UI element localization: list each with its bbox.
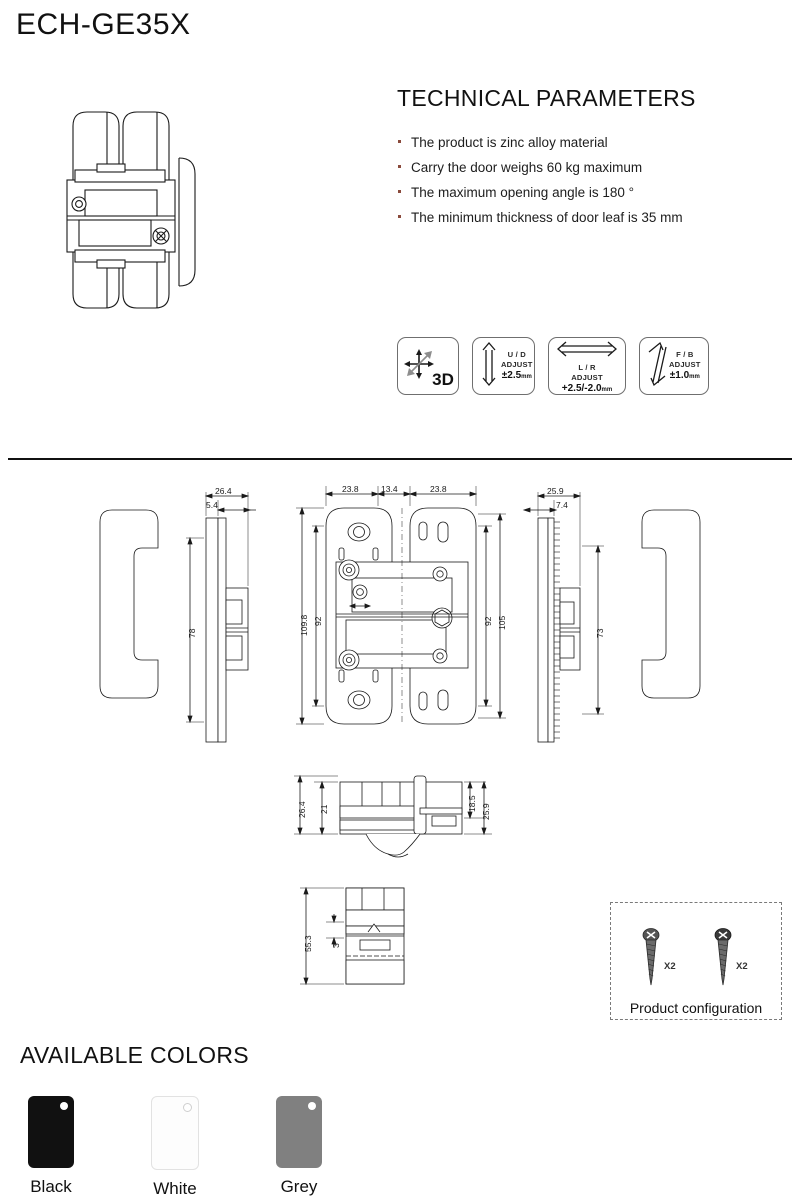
dimension-front-overall-height: 109.8 [299,614,309,636]
section-divider [8,458,792,460]
dimension-right-view-height: 73 [595,628,605,638]
technical-parameters-section: TECHNICAL PARAMETERS The product is zinc… [397,85,787,230]
list-item-label: The minimum thickness of door leaf is 35… [411,210,683,225]
swatch-hole-icon [60,1102,68,1110]
adjustment-value-up-down: ±2.5mm [501,369,532,381]
list-item-label: The maximum opening angle is 180 ° [411,185,635,200]
adjustment-word-up-down: ADJUST [501,359,533,369]
adjustment-box-left-right: L / R ADJUST +2.5/-2.0mm [548,337,626,395]
three-d-arrows-icon [402,347,436,386]
color-swatch-grey[interactable]: Grey [268,1096,330,1199]
dimension-front-inner-height-right: 92 [483,616,493,626]
bottom-detail-view [300,886,405,986]
dimension-left-view-height: 78 [187,628,197,638]
dimension-front-inner-height-left: 92 [313,616,323,626]
bullet-icon [398,215,401,218]
color-chip [151,1096,199,1170]
dimension-plan-right-inner: 18.5 [467,795,477,812]
color-swatch-label: Grey [280,1177,318,1196]
color-swatch-black[interactable]: Black [20,1096,82,1199]
list-item: The minimum thickness of door leaf is 35… [397,205,787,230]
list-item: Carry the door weighs 60 kg maximum [397,155,787,180]
center-front-view [296,486,506,726]
adjustment-box-3d: 3D [397,337,459,395]
dimension-right-view-inset: 7.4 [556,500,568,510]
bullet-icon [398,190,401,193]
adjustment-word-left-right: ADJUST [571,372,603,382]
dimension-left-view-inset: 5.4 [206,500,218,510]
dimension-front-left-span: 23.8 [342,484,359,494]
technical-parameters-list: The product is zinc alloy material Carry… [397,130,787,230]
color-chip [28,1096,74,1168]
left-side-view [186,492,256,743]
adjustment-value-left-right: +2.5/-2.0mm [561,382,613,394]
dimension-left-view-width: 26.4 [215,486,232,496]
technical-parameters-heading: TECHNICAL PARAMETERS [397,85,696,111]
far-right-leaf-view [641,509,701,699]
list-item: The maximum opening angle is 180 ° [397,180,787,205]
adjustment-icons-row: 3D U / D ADJUST ±2.5mm [397,337,709,395]
left-right-arrow-icon [556,341,618,363]
available-colors-row: Black White Grey [20,1096,330,1199]
bullet-icon [398,165,401,168]
list-item-label: Carry the door weighs 60 kg maximum [411,160,643,175]
adjustment-box-front-back: F / B ADJUST ±1.0mm [639,337,709,395]
right-side-view [522,492,604,743]
swatch-hole-icon [308,1102,316,1110]
far-left-leaf-view [99,509,159,699]
product-configuration-box: X2 X2 Product configuration [610,902,782,1020]
adjustment-value-front-back: ±1.0mm [669,369,700,381]
adjustment-label-3d: 3D [432,370,454,389]
plan-detail-view [294,774,492,858]
screw-icon [641,927,661,994]
adjustment-word-front-back: ADJUST [669,359,701,369]
dimension-right-view-width: 25.9 [547,486,564,496]
screw-icon [713,927,733,994]
color-swatch-white[interactable]: White [144,1096,206,1199]
up-down-arrow-icon [479,341,499,392]
front-back-arrow-icon [646,341,668,392]
technical-drawing-area: 26.4 5.4 78 23.8 13.4 23.8 109.8 92 92 1… [0,470,800,1030]
product-hero-drawing [45,108,245,313]
page-title: ECH-GE35X [16,8,191,41]
adjustment-axis-front-back: F / B [676,349,694,359]
bullet-icon [398,140,401,143]
product-configuration-caption: Product configuration [629,1000,763,1016]
dimension-front-plate-height: 105 [497,615,507,630]
color-swatch-label: Black [30,1177,72,1196]
color-chip [276,1096,322,1168]
available-colors-heading: AVAILABLE COLORS [20,1042,249,1068]
dimension-front-right-span: 23.8 [430,484,447,494]
color-swatch-label: White [153,1179,197,1198]
list-item-label: The product is zinc alloy material [411,135,608,150]
configuration-item: X2 [641,927,676,994]
dimension-plan-right-outer: 25.9 [481,803,491,820]
dimension-plan-left-inner: 21 [319,804,329,814]
dimension-side-detail-height: 55.3 [303,935,313,952]
configuration-item-qty: X2 [664,961,676,972]
dimension-plan-left-outer: 26.4 [297,801,307,818]
adjustment-axis-up-down: U / D [507,349,526,359]
swatch-hole-icon [183,1103,192,1112]
dimension-side-detail-offset: 3 [331,943,341,948]
list-item: The product is zinc alloy material [397,130,787,155]
adjustment-box-up-down: U / D ADJUST ±2.5mm [472,337,535,395]
dimension-front-center-span: 13.4 [381,484,398,494]
adjustment-axis-left-right: L / R [578,362,596,372]
configuration-item-qty: X2 [736,961,748,972]
configuration-item: X2 [713,927,748,994]
